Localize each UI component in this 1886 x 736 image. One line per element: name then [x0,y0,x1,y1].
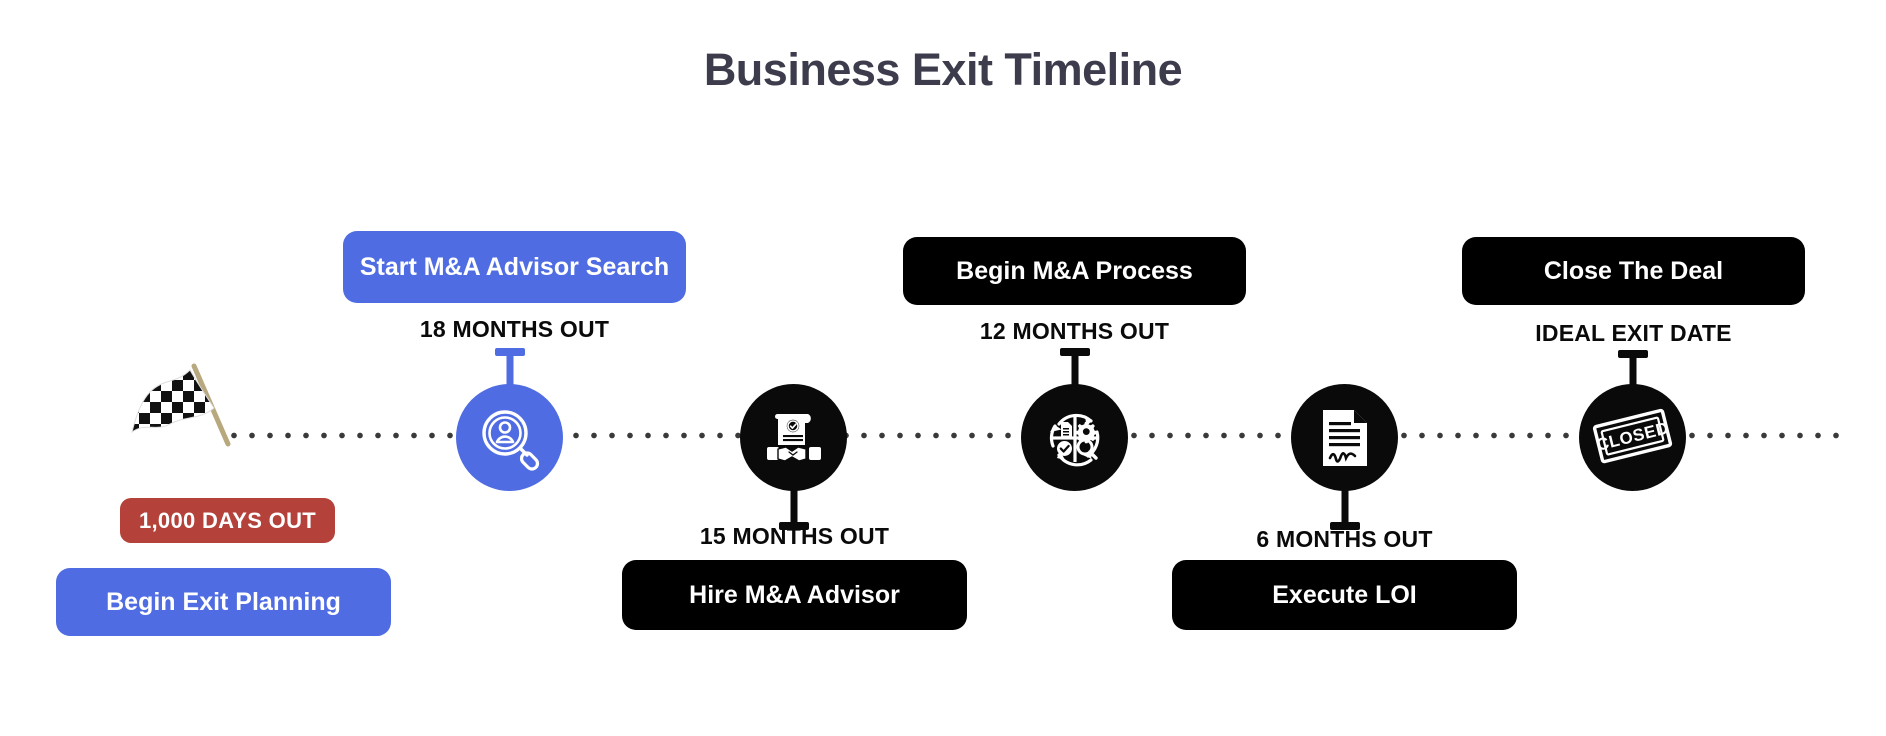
pill-begin-ma-process[interactable]: Begin M&A Process [903,237,1246,305]
caption-18-months-out: 18 MONTHS OUT [343,316,686,343]
person-magnifier-icon [481,409,539,471]
node-hire-ma-advisor[interactable] [740,384,847,491]
process-cycle-icon [1049,413,1099,466]
start-marker-badge-label: 1,000 DAYS OUT [138,507,317,533]
closed-stamp-icon: CLOSED [1592,408,1672,463]
pill-hire-ma-advisor[interactable]: Hire M&A Advisor [622,560,967,630]
caption-6-months-out: 6 MONTHS OUT [1172,526,1517,553]
stem-close-the-deal [1603,350,1663,392]
pill-start-ma-advisor-search[interactable]: Start M&A Advisor Search [343,231,686,303]
signed-document-icon [1322,409,1367,466]
caption-18-months-out-text: 18 MONTHS OUT [419,316,610,342]
caption-12-months-out: 12 MONTHS OUT [903,318,1246,345]
caption-ideal-exit-date: IDEAL EXIT DATE [1462,320,1805,347]
node-start-ma-advisor-search[interactable] [456,384,563,491]
stem-hire-ma-advisor [764,486,824,530]
node-close-the-deal[interactable]: CLOSED [1579,384,1686,491]
caption-15-months-out-text: 15 MONTHS OUT [699,523,890,549]
caption-6-months-out-text: 6 MONTHS OUT [1256,526,1433,552]
pill-hire-ma-advisor-label: Hire M&A Advisor [689,581,900,609]
caption-ideal-exit-date-text: IDEAL EXIT DATE [1535,320,1732,346]
handshake-certificate-icon [766,413,821,462]
node-execute-loi[interactable] [1291,384,1398,491]
checkered-flag-icon [128,358,243,468]
pill-execute-loi[interactable]: Execute LOI [1172,560,1517,630]
page-title: Business Exit Timeline [703,44,1183,95]
pill-execute-loi-label: Execute LOI [1272,581,1417,609]
caption-12-months-out-text: 12 MONTHS OUT [979,318,1170,344]
node-begin-ma-process[interactable] [1021,384,1128,491]
stem-begin-ma-process [1045,348,1105,390]
stem-execute-loi [1315,486,1375,530]
caption-15-months-out: 15 MONTHS OUT [622,523,967,550]
start-marker-pill-label: Begin Exit Planning [106,588,341,616]
start-marker-pill[interactable]: Begin Exit Planning [56,568,391,636]
pill-close-the-deal[interactable]: Close The Deal [1462,237,1805,305]
start-marker-badge: 1,000 DAYS OUT [120,498,335,543]
stem-start-ma-advisor-search [480,348,540,390]
pill-start-ma-advisor-search-label: Start M&A Advisor Search [359,253,670,281]
pill-close-the-deal-label: Close The Deal [1543,257,1724,285]
pill-begin-ma-process-label: Begin M&A Process [956,257,1193,285]
